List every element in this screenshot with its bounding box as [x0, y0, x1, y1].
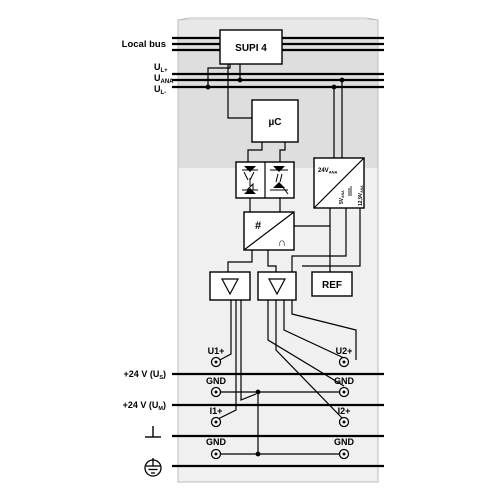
ul-minus-label: UL-: [154, 84, 166, 96]
uana-label: UANA: [154, 73, 174, 85]
terminal-u1-plus-label: U1+: [208, 346, 225, 356]
protective-earth-icon: [144, 458, 162, 477]
power-5v-label: 5VANA: [339, 190, 345, 204]
terminal-gnd-right-2-label: GND: [334, 437, 355, 447]
uc-label: µC: [269, 117, 282, 128]
terminal-gnd-right-1: GND: [334, 376, 355, 398]
power-24v-label: 24VANA: [318, 168, 337, 175]
ul-plus-label: UL+: [154, 62, 168, 74]
adc-analog-symbol: ∩: [278, 237, 286, 249]
terminal-u1-plus: U1+: [208, 346, 225, 368]
microcontroller-block: µC: [251, 99, 299, 143]
channel-wiring: [215, 300, 357, 421]
supi-wiring: [205, 64, 252, 119]
opto-adc-wiring: [249, 198, 281, 212]
adc-digital-symbol: #: [255, 220, 261, 232]
terminal-i2-plus: I2+: [338, 406, 351, 428]
terminal-i1-plus: I1+: [210, 406, 223, 428]
power-supply-block: 24VANA 5VANA 12,9VANA: [313, 157, 365, 209]
supi4-label: SUPI 4: [235, 43, 267, 54]
terminal-gnd-left-1: GND: [206, 376, 227, 398]
ground-icon: [145, 426, 161, 438]
us-supply-label: +24 V (US): [124, 369, 166, 381]
um-supply-label: +24 V (UM): [123, 400, 166, 412]
power-wiring: [291, 77, 361, 272]
terminal-gnd-left-2-label: GND: [206, 437, 227, 447]
local-bus-lines: [172, 36, 384, 52]
power-12v-label: 12,9VANA: [358, 185, 364, 206]
terminal-i1-plus-label: I1+: [210, 406, 223, 416]
terminal-gnd-left-2: GND: [206, 437, 227, 460]
terminal-gnd-right-1-label: GND: [334, 376, 355, 386]
optocoupler-block: [235, 161, 295, 199]
field-rails: [172, 372, 384, 468]
terminal-i2-plus-label: I2+: [338, 406, 351, 416]
supi4-block: SUPI 4: [219, 29, 283, 65]
ref-label: REF: [322, 280, 342, 291]
terminal-u2-plus-label: U2+: [336, 346, 353, 356]
adc-block: # ∩: [243, 211, 295, 251]
terminal-gnd-right-2: GND: [334, 437, 355, 460]
terminal-u2-plus: U2+: [336, 346, 353, 368]
amplifier-u1: [209, 271, 251, 301]
ref-block: REF: [311, 271, 353, 297]
terminal-gnd-left-1-label: GND: [206, 376, 227, 386]
amplifier-u2: [257, 271, 297, 301]
adc-amp-wiring: [227, 250, 277, 272]
gnd-ties: [216, 389, 344, 457]
local-bus-label: Local bus: [122, 39, 166, 50]
uc-wiring: [247, 142, 286, 162]
